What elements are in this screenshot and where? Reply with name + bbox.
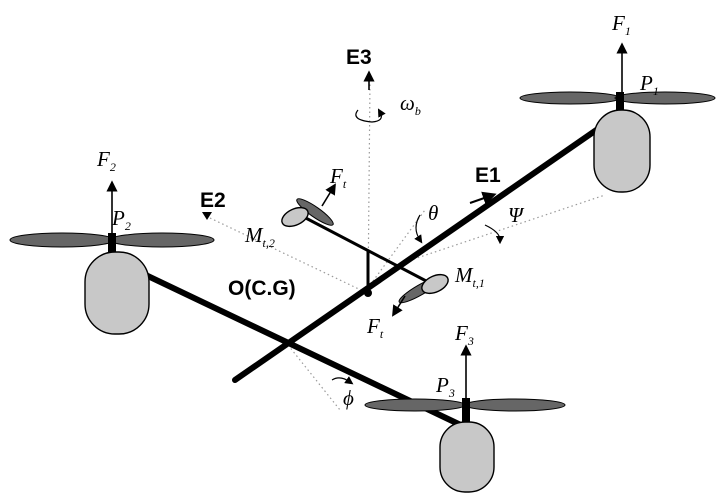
rotation-arcs [331, 108, 505, 385]
propeller-blade [364, 398, 466, 412]
reference-lines [209, 79, 606, 411]
f1-label: F1 [611, 11, 631, 38]
e2-label: E2 [200, 189, 226, 212]
phi-reference-line [287, 344, 341, 411]
ft-top-arrow [321, 183, 336, 207]
phi-arc [331, 376, 354, 385]
theta-arc [414, 214, 423, 244]
e1-arrow [469, 191, 497, 205]
frame [107, 112, 621, 431]
tail-motor [421, 273, 449, 295]
psi-label: Ψ [508, 203, 525, 227]
e3-label: E3 [346, 46, 372, 69]
propeller-blade [519, 91, 621, 105]
theta-reference-line [364, 209, 426, 293]
rotor-hub [108, 233, 116, 258]
e2-axis-line [209, 217, 366, 293]
rotor-p3 [364, 398, 566, 493]
propeller-blade [9, 232, 115, 248]
origin-label: O(C.G) [228, 277, 296, 300]
phi-label: ϕ [343, 386, 354, 410]
arm-e1 [232, 112, 621, 383]
propeller-blade [464, 398, 566, 412]
omega-label: ωb [400, 91, 421, 118]
motor-pod [439, 421, 495, 493]
p1-label: P1 [639, 71, 659, 98]
force-arrows [106, 42, 628, 398]
f3-label: F3 [454, 321, 474, 348]
rotor-p2 [9, 232, 215, 335]
rotor-hub [616, 92, 624, 110]
rotor-p1 [519, 91, 716, 193]
tail-rotor-2 [281, 198, 334, 228]
motor-pod [84, 251, 150, 335]
p2-label: P2 [111, 206, 131, 233]
e2-arrowhead [202, 212, 212, 220]
f2-label: F2 [96, 147, 116, 174]
e1-label: E1 [475, 164, 501, 187]
tail-rotor-boom [299, 213, 431, 285]
omega-arc [355, 108, 386, 123]
psi-arc [484, 224, 505, 245]
ft-bottom-arrow [392, 295, 406, 317]
mt2-label: Mt,2 [244, 223, 275, 250]
ft-bottom-label: Ft [366, 314, 384, 341]
tail-propeller-blade [296, 198, 334, 226]
motor-pod [593, 109, 651, 193]
rotor-hub [462, 398, 470, 428]
ft-top-label: Ft [329, 164, 347, 191]
tail-motor [281, 206, 309, 228]
theta-label: θ [428, 201, 438, 225]
center-of-gravity-dot [364, 289, 372, 297]
psi-reference-line [404, 194, 606, 263]
propeller-blade [109, 232, 215, 248]
p3-label: P3 [435, 373, 455, 400]
tail-rotor-1 [398, 273, 449, 304]
mt1-label: Mt,1 [454, 263, 485, 290]
propeller-blade [614, 91, 716, 105]
